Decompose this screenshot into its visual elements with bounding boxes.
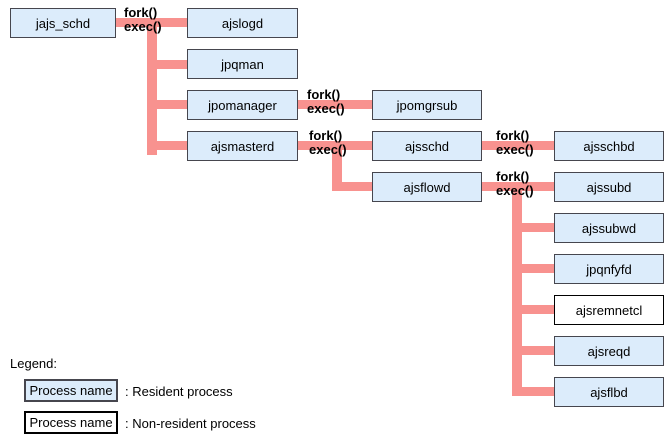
legend-nonresident-sample-box: Process name	[24, 411, 118, 434]
process-box-ajssubwd: ajssubwd	[554, 213, 664, 243]
exec-label: exec()	[309, 142, 347, 157]
fork-label: fork()	[307, 87, 341, 102]
fork-label: fork()	[124, 5, 158, 20]
connector-branch-jpomanager	[147, 100, 187, 109]
connector-jpomanager-jpomgrsub	[298, 100, 372, 109]
connector-ajsschd-ajsschbd	[482, 141, 554, 150]
fork-exec-label-ajsschd: fork() exec()	[496, 129, 534, 157]
connector-trunk-ajsflowd	[512, 186, 522, 396]
process-box-jpomgrsub: jpomgrsub	[372, 90, 482, 120]
process-box-ajsremnetcl: ajsremnetcl	[554, 295, 664, 325]
process-box-ajsreqd: ajsreqd	[554, 336, 664, 366]
connector-trunk-ajsmasterd	[332, 145, 342, 191]
connector-branch-ajsreqd	[512, 346, 554, 355]
connector-branch-ajsflbd	[512, 387, 554, 396]
process-box-ajsmasterd: ajsmasterd	[187, 131, 298, 161]
fork-label: fork()	[496, 128, 530, 143]
fork-exec-label-jpomanager: fork() exec()	[307, 88, 345, 116]
connector-branch-jpqman	[147, 60, 187, 69]
fork-label: fork()	[309, 128, 343, 143]
fork-label: fork()	[496, 169, 530, 184]
connector-branch-jpqnfyfd	[512, 264, 554, 273]
connector-branch-ajsmasterd	[147, 141, 187, 150]
exec-label: exec()	[124, 19, 162, 34]
fork-exec-label-ajsmasterd: fork() exec()	[309, 129, 347, 157]
legend-resident-description: : Resident process	[125, 384, 233, 399]
exec-label: exec()	[307, 101, 345, 116]
connector-branch-ajssubwd	[512, 223, 554, 232]
legend-title: Legend:	[10, 356, 57, 371]
process-box-jpqman: jpqman	[187, 49, 298, 79]
legend-resident-sample-box: Process name	[24, 379, 118, 402]
process-box-jpomanager: jpomanager	[187, 90, 298, 120]
process-box-jajs_schd: jajs_schd	[10, 8, 116, 38]
connector-trunk-root	[147, 19, 157, 155]
process-box-ajsflbd: ajsflbd	[554, 377, 664, 407]
process-box-ajssubd: ajssubd	[554, 172, 664, 202]
process-box-ajsschbd: ajsschbd	[554, 131, 664, 161]
exec-label: exec()	[496, 142, 534, 157]
legend-nonresident-description: : Non-resident process	[125, 416, 256, 431]
process-box-ajslogd: ajslogd	[187, 8, 298, 38]
fork-exec-label-ajsflowd: fork() exec()	[496, 170, 534, 198]
exec-label: exec()	[496, 183, 534, 198]
connector-branch-ajsremnetcl	[512, 305, 554, 314]
fork-exec-label-root: fork() exec()	[124, 6, 162, 34]
connector-branch-ajsflowd	[332, 182, 372, 191]
process-box-ajsflowd: ajsflowd	[372, 172, 482, 202]
process-box-ajsschd: ajsschd	[372, 131, 482, 161]
process-box-jpqnfyfd: jpqnfyfd	[554, 254, 664, 284]
